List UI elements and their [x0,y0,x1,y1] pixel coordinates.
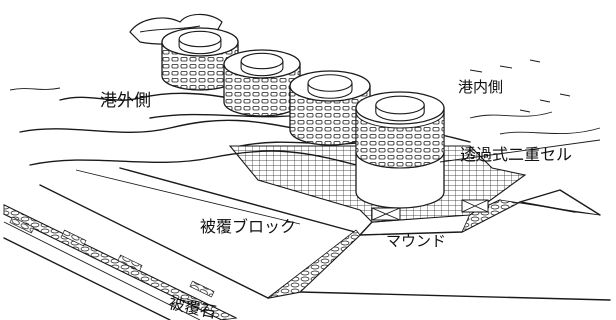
label-inner-harbor: 港内側 [458,78,503,96]
mound [267,189,611,301]
label-double-cell: 透過式二重セル [460,145,572,164]
double-cell [161,27,239,91]
inner-cell-top [240,52,284,70]
inner-cell-top [307,74,353,92]
double-cell-leader [439,139,601,163]
label-armor-stone: 被覆石 [167,293,218,320]
label-outer-harbor: 港外側 [100,91,151,111]
label-armor-block: 被覆ブロック [200,217,296,236]
inner-cell-top [375,95,425,115]
cell-band-edge [355,151,445,169]
double-cells [161,27,445,209]
inner-cell-top [178,30,222,48]
double-cell [355,91,445,209]
inner-water-marks [469,59,571,113]
armor-stone-layer [3,204,238,320]
double-cell [289,70,371,146]
label-mound: マウンド [386,232,446,250]
double-cell [223,49,301,117]
